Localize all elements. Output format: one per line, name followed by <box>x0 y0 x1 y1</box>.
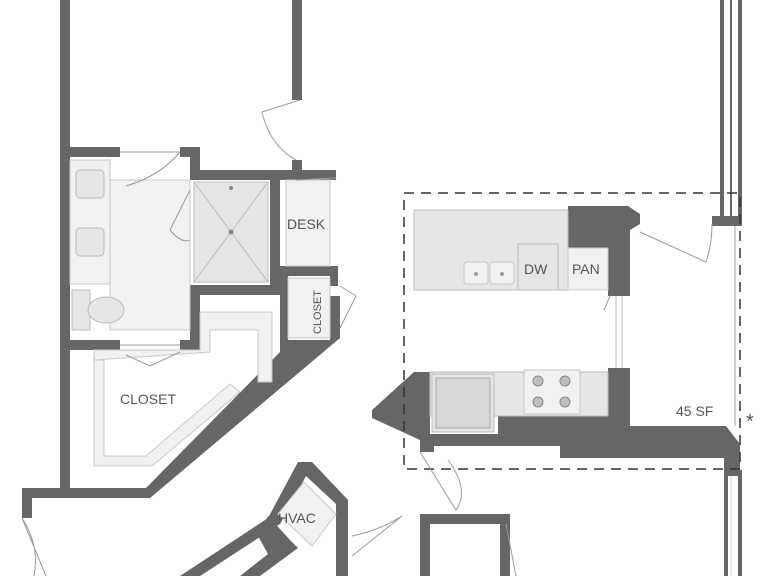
desk-top-wall <box>280 170 336 180</box>
desk-bottom-wall <box>280 266 336 276</box>
window-ledge <box>712 216 742 226</box>
toilet-bowl <box>87 296 125 324</box>
kitchen <box>403 192 741 470</box>
door-swings <box>21 99 713 576</box>
bath-bottom-wall-right <box>180 340 200 350</box>
dishwasher-label: DW <box>524 261 548 277</box>
right-exterior-lower <box>724 470 728 576</box>
kitchen-right-lower-wall <box>608 368 630 428</box>
windows <box>615 226 736 576</box>
left-wall <box>60 0 70 490</box>
shower-bottom-wall <box>190 285 280 295</box>
shower-right-wall <box>270 170 280 288</box>
bath-fixtures <box>69 159 269 331</box>
main-closet-shelf-diagonal <box>93 359 241 467</box>
bottom-left-wall <box>22 488 70 498</box>
bedroom-right-wall <box>292 0 302 100</box>
sink-basin-top <box>75 169 105 199</box>
bottom-closet-right <box>500 514 510 576</box>
small-closet-left <box>280 276 288 342</box>
kitchen-pantry-wall <box>568 206 640 296</box>
bath-floor <box>109 179 191 331</box>
right-exterior-upper2 <box>730 0 732 216</box>
right-exterior-upper3 <box>738 0 742 226</box>
desk-surface <box>285 179 331 267</box>
small-closet-interior <box>287 277 331 339</box>
right-exterior-upper <box>720 0 724 216</box>
shower-top-wall <box>190 170 280 180</box>
bottom-closet-top <box>420 514 510 524</box>
toilet-tank <box>71 289 91 331</box>
hvac-unit <box>277 481 337 547</box>
right-exterior-lower2 <box>738 470 742 576</box>
pantry-label: PAN <box>572 261 600 277</box>
sink-basin-bottom <box>75 227 105 257</box>
bath-top-wall-left <box>68 147 120 157</box>
desk-left-post <box>292 160 302 180</box>
walls <box>22 0 742 576</box>
bottom-left-stub <box>22 488 32 518</box>
pantry <box>567 247 609 291</box>
bottom-closet-left <box>420 514 430 576</box>
kitchen-bottom-wall <box>372 372 740 476</box>
closet-shelving <box>93 277 331 467</box>
asterisk-label: * <box>746 411 754 433</box>
range <box>523 369 581 415</box>
shower-left-top <box>190 147 200 175</box>
desk-label: DESK <box>287 216 326 232</box>
shower-left-lower <box>190 285 200 340</box>
area-label: 45 SF <box>676 403 713 419</box>
hvac-inner <box>240 516 298 576</box>
bath-bottom-wall <box>68 340 120 350</box>
hvac-label: HVAC <box>278 510 316 526</box>
dishwasher <box>517 243 559 291</box>
main-closet-label: CLOSET <box>120 391 176 407</box>
main-closet-shelf <box>93 311 273 383</box>
desk-right-wall <box>330 266 338 286</box>
small-closet-label: CLOSET <box>312 290 324 334</box>
